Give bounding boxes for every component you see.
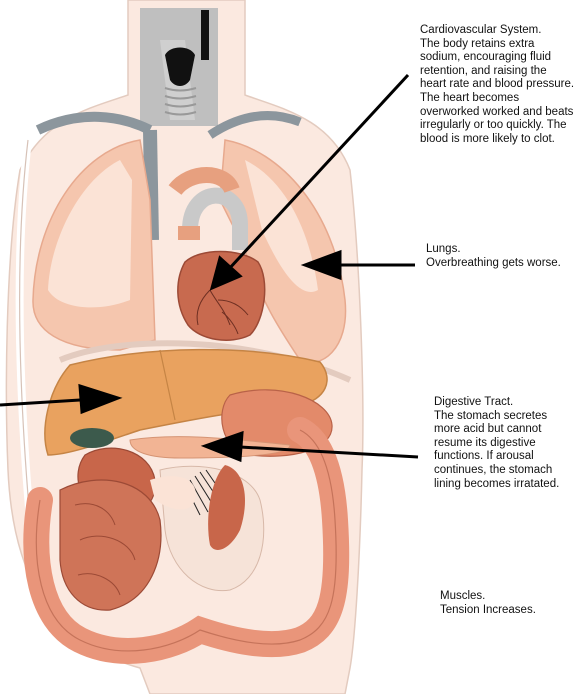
pulmonary-branch [178,226,200,240]
callout-cardiovascular-body: The body retains extra sodium, encouragi… [420,38,575,147]
neck-vessel [201,10,209,60]
callout-lungs: Lungs. Overbreathing gets worse. [426,243,574,270]
callout-digestive-body: The stomach secretes more acid but canno… [434,410,575,492]
callout-lungs-body: Overbreathing gets worse. [426,257,574,271]
callout-cardiovascular-title: Cardiovascular System. [420,24,575,38]
callout-cardiovascular: Cardiovascular System. The body retains … [420,24,575,146]
callout-muscles-title: Muscles. [440,590,575,604]
callout-muscles: Muscles. Tension Increases. [440,590,575,617]
gallbladder [70,428,114,448]
callout-lungs-title: Lungs. [426,243,574,257]
callout-digestive: Digestive Tract. The stomach secretes mo… [434,396,575,491]
callout-muscles-body: Tension Increases. [440,604,575,618]
callout-digestive-title: Digestive Tract. [434,396,575,410]
